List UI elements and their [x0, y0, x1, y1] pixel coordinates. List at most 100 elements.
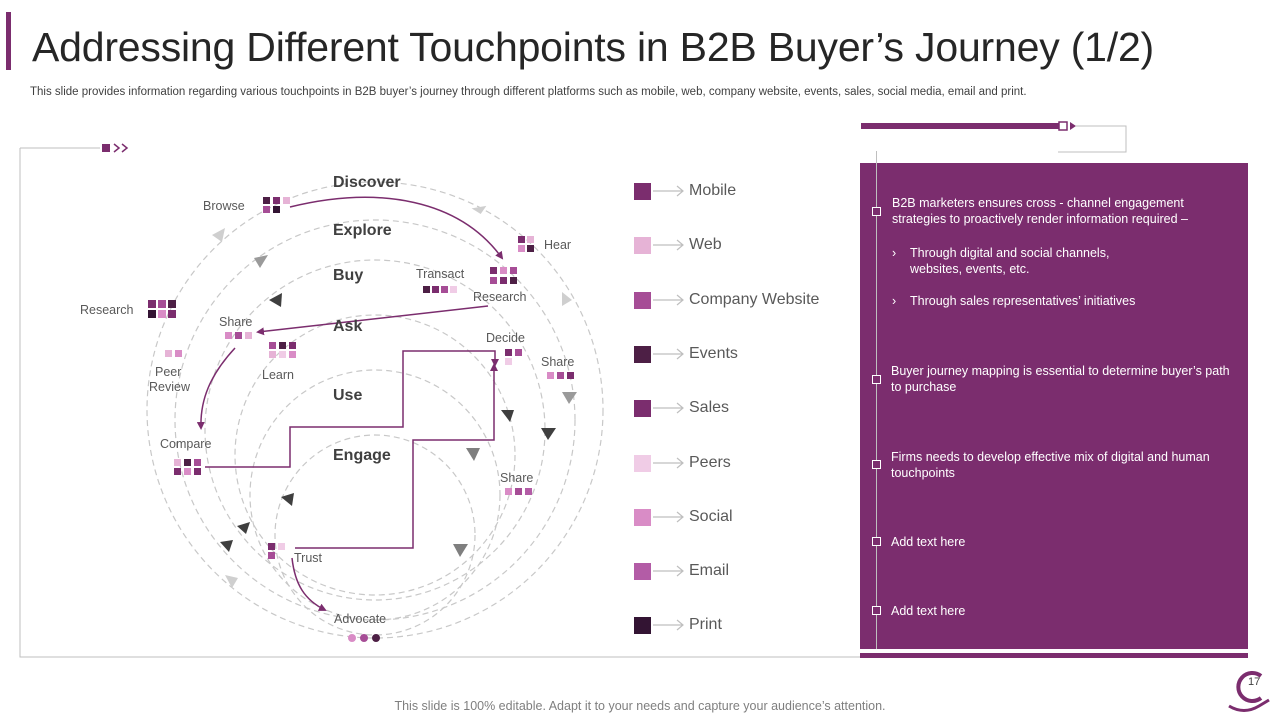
- label-decide: Decide: [486, 331, 525, 345]
- transact-grid-icon: [423, 286, 457, 293]
- page-number: 17: [1248, 676, 1261, 688]
- browse-grid-icon: [263, 197, 290, 213]
- buyer-journey-diagram: Discover Explore Buy Ask Use Engage: [19, 143, 860, 658]
- panel-point-4: Add text here: [891, 535, 966, 549]
- legend-item: Web: [634, 235, 722, 255]
- bullet-glyph: ›: [892, 294, 897, 308]
- title-accent-bar: [6, 12, 11, 70]
- legend-item: Print: [634, 615, 722, 635]
- stage-engage: Engage: [333, 447, 391, 464]
- panel-bullet-1a: Through digital and social channels,: [910, 246, 1110, 260]
- stage-use: Use: [333, 387, 362, 404]
- legend-swatch: [634, 562, 651, 580]
- legend-swatch: [634, 616, 651, 634]
- share-lower-grid-icon: [505, 488, 532, 495]
- slide-subtitle: This slide provides information regardin…: [30, 86, 1027, 98]
- legend-swatch: [634, 345, 651, 363]
- legend-swatch: [634, 399, 651, 417]
- stage-ask: Ask: [333, 318, 362, 335]
- compare-grid-icon: [174, 459, 201, 475]
- label-research-right: Research: [473, 290, 527, 304]
- stage-buy: Buy: [333, 267, 363, 284]
- legend-label: Email: [689, 562, 730, 579]
- peer-review-grid-icon: [165, 350, 182, 357]
- arrow-right-icon: [653, 348, 684, 360]
- legend-item: Peers: [634, 453, 731, 473]
- hear-grid-icon: [518, 236, 534, 252]
- learn-grid-icon: [269, 342, 296, 358]
- label-hear: Hear: [544, 238, 571, 252]
- legend-label: Web: [689, 236, 722, 253]
- legend-label: Mobile: [689, 182, 737, 199]
- label-research-left: Research: [80, 303, 134, 317]
- arrow-right-icon: [653, 185, 684, 197]
- advocate-dots: [348, 634, 380, 642]
- legend-label: Company Website: [689, 291, 820, 308]
- purple-journey-paths: [196, 196, 504, 611]
- timeline-box: [872, 460, 881, 469]
- arrow-right-icon: [653, 457, 684, 469]
- legend-item: Events: [634, 344, 738, 364]
- legend-item: Mobile: [634, 181, 736, 201]
- arrow-right-icon: [653, 619, 684, 631]
- legend-swatch: [634, 182, 651, 200]
- arrow-right-icon: [653, 402, 684, 414]
- legend-swatch: [634, 291, 651, 309]
- stage-discover: Discover: [333, 174, 401, 191]
- legend-item: Sales: [634, 398, 729, 418]
- brand-logo-icon: [1228, 671, 1270, 712]
- legend-item: Social: [634, 507, 733, 527]
- share-right-grid-icon: [547, 372, 574, 379]
- panel-connector: [1058, 121, 1127, 153]
- info-panel: B2B marketers ensures cross - channel en…: [860, 151, 1248, 649]
- legend-swatch: [634, 454, 651, 472]
- decide-grid-icon: [505, 349, 522, 365]
- panel-bullet-2: Through sales representatives’ initiativ…: [910, 294, 1136, 308]
- ring-arrowheads: [212, 205, 577, 588]
- legend-label: Peers: [689, 454, 731, 471]
- panel-timeline-line: [876, 151, 877, 649]
- bullet-glyph: ›: [892, 246, 897, 260]
- label-review: Review: [149, 380, 191, 394]
- label-compare: Compare: [160, 437, 211, 451]
- label-peer: Peer: [155, 365, 181, 379]
- start-marker: [102, 143, 129, 153]
- label-trust: Trust: [294, 551, 323, 565]
- timeline-box: [872, 537, 881, 546]
- research-right-grid-icon: [490, 267, 517, 284]
- panel-point-3: Firms needs to develop effective mix of …: [891, 450, 1210, 480]
- arrow-right-icon: [653, 565, 684, 577]
- slide-footer: This slide is 100% editable. Adapt it to…: [394, 699, 886, 713]
- research-left-grid-icon: [148, 300, 176, 318]
- arrow-right-icon: [653, 294, 684, 306]
- legend-item: Email: [634, 561, 729, 581]
- touchpoint-icons: [148, 197, 574, 559]
- legend-swatch: [634, 236, 651, 254]
- timeline-box: [872, 207, 881, 216]
- legend-label: Events: [689, 345, 738, 362]
- label-learn: Learn: [262, 368, 294, 382]
- label-share-left: Share: [219, 315, 252, 329]
- label-transact: Transact: [416, 267, 465, 281]
- slide-title: Addressing Different Touchpoints in B2B …: [32, 24, 1155, 70]
- legend-label: Print: [689, 616, 722, 633]
- arrow-right-icon: [653, 239, 684, 251]
- label-share-right: Share: [541, 355, 574, 369]
- trust-grid-icon: [268, 543, 285, 559]
- stage-labels: Discover Explore Buy Ask Use Engage: [333, 174, 401, 464]
- panel-point-2: Buyer journey mapping is essential to de…: [891, 364, 1230, 394]
- panel-point-5: Add text here: [891, 604, 966, 618]
- touchpoint-labels: Browse Hear Transact Research Research S…: [80, 199, 574, 626]
- label-browse: Browse: [203, 199, 245, 213]
- legend-label: Social: [689, 508, 733, 525]
- panel-intro: B2B marketers ensures cross - channel en…: [892, 196, 1188, 226]
- journey-rings: [146, 181, 604, 639]
- legend-swatch: [634, 508, 651, 526]
- timeline-box: [872, 606, 881, 615]
- panel-bottom-bar: [860, 653, 1248, 658]
- arrow-right-icon: [653, 511, 684, 523]
- label-advocate: Advocate: [334, 612, 386, 626]
- label-share-lower: Share: [500, 471, 533, 485]
- legend-item: Company Website: [634, 290, 819, 310]
- stage-explore: Explore: [333, 222, 392, 239]
